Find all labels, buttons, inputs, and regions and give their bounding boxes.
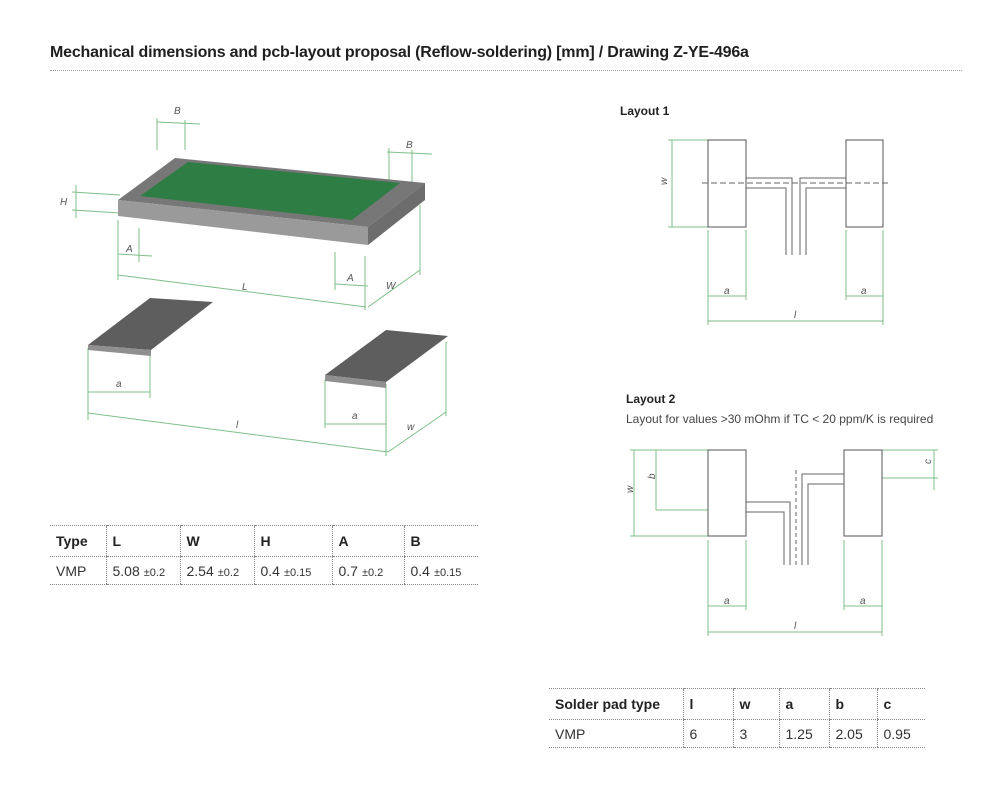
table-header-row: Type L W H A B (50, 525, 478, 557)
cell-b: 2.05 (828, 719, 877, 748)
header-type: Type (50, 525, 106, 557)
dim-label-L: L (242, 282, 248, 293)
cell-l: 6 (682, 719, 733, 748)
dimensions-table: Type L W H A B VMP 5.08±0.2 2.54±0.2 0.4… (50, 525, 478, 585)
header-B: B (403, 525, 478, 557)
dim-label-A: A (346, 273, 354, 284)
cell-type: VMP (50, 556, 106, 585)
title-divider (50, 70, 962, 71)
dim-label-b: b (647, 473, 658, 479)
table-row: VMP 6 3 1.25 2.05 0.95 (549, 719, 925, 748)
cell-w: 3 (732, 719, 779, 748)
header-L: L (105, 525, 180, 557)
dim-label-w: w (407, 422, 415, 433)
cell-H: 0.4±0.15 (253, 556, 332, 585)
dim-label-w: w (625, 485, 636, 493)
dim-label-a: a (724, 286, 730, 297)
dim-label-A: A (125, 244, 133, 255)
cell-a: 1.25 (778, 719, 829, 748)
table-header-row: Solder pad type l w a b c (549, 688, 925, 720)
dim-label-B: B (174, 106, 181, 117)
layout1-drawing: w a a l (659, 139, 890, 325)
dim-label-a: a (724, 596, 730, 607)
dim-label-a: a (860, 596, 866, 607)
layout2-note: Layout for values >30 mOhm if TC < 20 pp… (626, 412, 934, 426)
dim-label-B: B (406, 140, 413, 151)
header-b: b (828, 688, 877, 720)
layout1-title: Layout 1 (620, 104, 670, 118)
page-title: Mechanical dimensions and pcb-layout pro… (50, 44, 749, 61)
dim-label-l: l (794, 310, 797, 321)
dim-label-a: a (116, 379, 122, 390)
solder-pad-table: Solder pad type l w a b c VMP 6 3 1.25 2… (549, 688, 925, 748)
dim-label-w: w (659, 177, 670, 185)
header-solder-pad-type: Solder pad type (549, 688, 683, 720)
cell-B: 0.4±0.15 (403, 556, 478, 585)
cell-L: 5.08±0.2 (105, 556, 180, 585)
cell-c: 0.95 (876, 719, 925, 748)
dim-label-l: l (794, 621, 797, 632)
dim-label-c: c (923, 459, 934, 464)
header-l: l (682, 688, 733, 720)
cell-type: VMP (549, 719, 683, 748)
dim-label-a: a (861, 286, 867, 297)
layout2-title: Layout 2 (626, 392, 676, 406)
dim-label-H: H (60, 197, 68, 208)
header-c: c (876, 688, 925, 720)
dim-label-W: W (386, 281, 397, 292)
header-H: H (253, 525, 332, 557)
cell-A: 0.7±0.2 (331, 556, 404, 585)
resistor-3d-drawing: B B H A A L W a l a w (60, 106, 448, 456)
dim-label-a: a (352, 411, 358, 422)
header-a: a (778, 688, 829, 720)
cell-W: 2.54±0.2 (179, 556, 254, 585)
layout2-drawing: w b c a a l (625, 449, 938, 636)
dim-label-l: l (236, 420, 239, 431)
header-W: W (179, 525, 254, 557)
table-row: VMP 5.08±0.2 2.54±0.2 0.4±0.15 0.7±0.2 0… (50, 556, 478, 585)
header-w: w (732, 688, 779, 720)
header-A: A (331, 525, 404, 557)
